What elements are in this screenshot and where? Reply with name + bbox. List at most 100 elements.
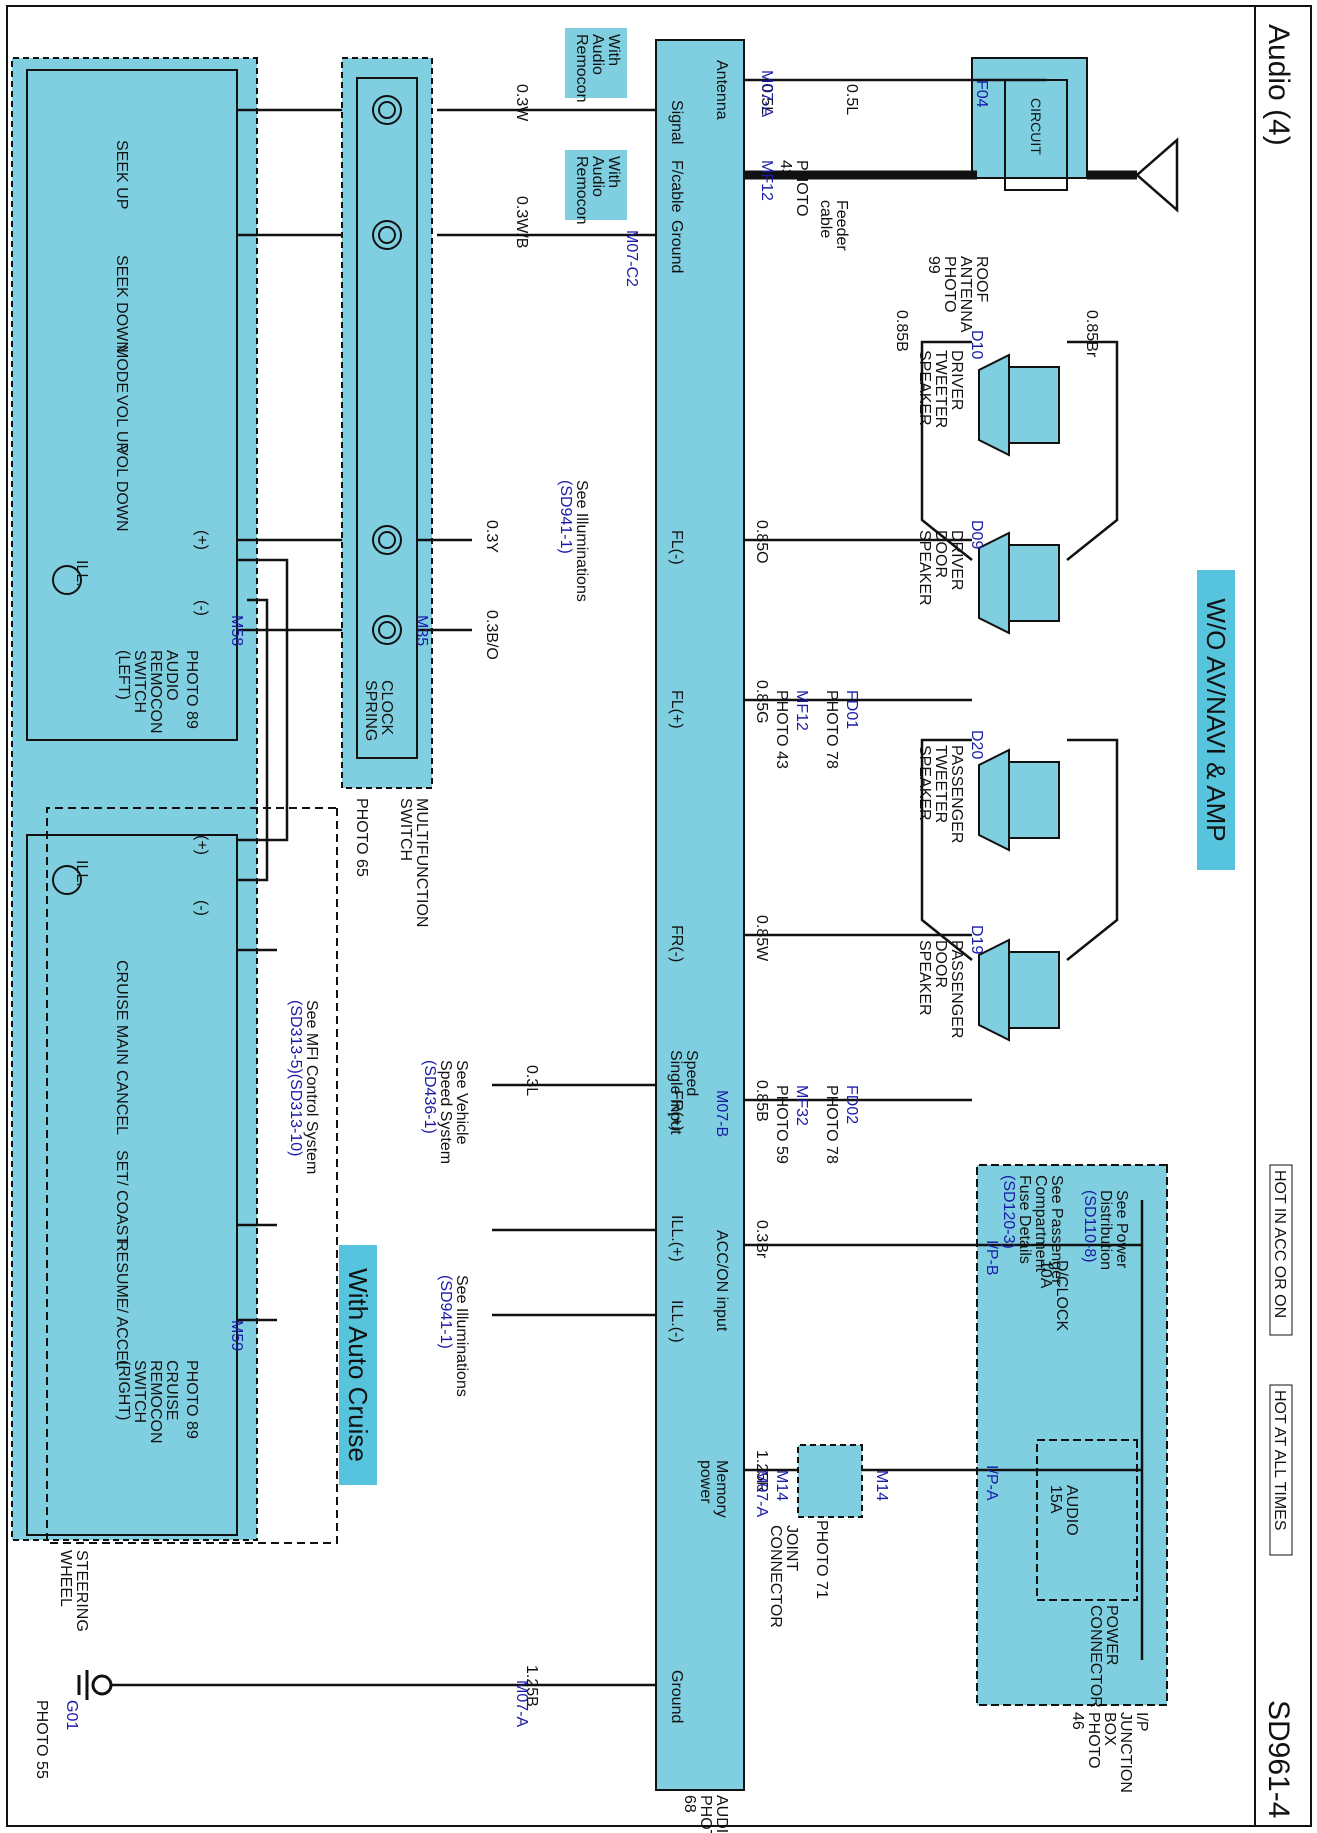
pin-ground2: Ground [668, 1670, 685, 1723]
wire-085G-a: 0.85G [753, 680, 770, 724]
remocon-left-l1: AUDIO [163, 650, 180, 701]
driver-tweeter-l3: SPEAKER [916, 350, 933, 426]
photo-43: PHOTO 43 [773, 690, 790, 769]
junction-box [976, 1164, 1168, 1706]
hot-acc-on: HOT IN ACC OR ON [1271, 1170, 1288, 1318]
clock-spring-l2: SPRING [362, 680, 379, 741]
conn-ipb: I/P-B [983, 1240, 1000, 1276]
power-dist-ref: (SD110-8) [1081, 1190, 1098, 1263]
conn-m58: M58 [228, 615, 245, 646]
wire-085O-a: 0.85O [753, 520, 770, 564]
clock-spring-coils [372, 95, 402, 645]
pass-tweeter-l2: TWEETER [932, 745, 949, 823]
photo-78a: PHOTO 78 [823, 690, 840, 769]
pin-fr-plus: FR(+) [668, 1090, 685, 1131]
joint-connector-box [797, 1444, 863, 1518]
switch-cruise-main: CRUISE MAIN [113, 960, 130, 1065]
remocon-right-l3: SWITCH [131, 1360, 148, 1423]
passenger-note-l1: See Passenger [1048, 1175, 1065, 1285]
conn-ipa: I/P-A [983, 1465, 1000, 1501]
pin-signal: Signal [668, 100, 685, 144]
pin-ill-minus: ILL.(-) [668, 1300, 685, 1343]
ref-mfi-l1: See MFI Control System [303, 1000, 320, 1174]
switch-resume-accel: RESUME/ ACCEL [113, 1240, 130, 1370]
multifunction-l1: MULTIFUNCTION [413, 798, 430, 927]
plus-left: (+) [193, 530, 210, 550]
wire-125B: 1.25B [523, 1665, 540, 1707]
wire-03Br: 0.3Br [753, 1220, 770, 1259]
pass-door-l2: DOOR [932, 940, 949, 988]
passenger-note-l2: Compartment [1032, 1175, 1049, 1272]
passenger-note-l3: Fuse Details [1016, 1175, 1033, 1264]
conn-m07a-gnd: M07-A [513, 1680, 530, 1727]
power-dist-l1: See Power [1113, 1190, 1130, 1269]
speaker-passenger-door [978, 938, 1060, 1042]
clock-spring-l1: CLOCK [378, 680, 395, 735]
pass-tweeter-l1: PASSENGER [948, 745, 965, 843]
switch-vol-down: VOL DOWN [113, 445, 130, 532]
conn-m14-a: M14 [873, 1470, 890, 1501]
photo-55: PHOTO 55 [33, 1700, 50, 1779]
with-remocon-2-l1: With [605, 156, 622, 188]
wire-085B-b: 0.85B [753, 1080, 770, 1122]
conn-m59: M59 [228, 1320, 245, 1351]
roof-antenna-l3: PHOTO [941, 256, 958, 313]
with-remocon-2-l3: Remocon [573, 156, 590, 224]
passenger-note-ref: (SD120-3) [1000, 1175, 1017, 1249]
ground-symbol-g01 [77, 1670, 113, 1700]
wire-03WB: 0.3W/B [513, 196, 530, 248]
pin-fcable: F/cable [668, 160, 685, 213]
remocon-right-l1: CRUISE [163, 1360, 180, 1420]
pin-fl-minus: FL(-) [668, 530, 685, 565]
pin-acc: ACC/ON input [713, 1230, 730, 1332]
jb-photo-num: 46 [1069, 1712, 1086, 1730]
pin-memory-l1: Memory [713, 1460, 730, 1518]
roof-antenna-l2: ANTENNA [957, 256, 974, 333]
power-connector-l2: CONNECTOR [1087, 1605, 1104, 1708]
ref-speed-l1: See Vehicle [453, 1060, 470, 1145]
jb-name-l2: JUNCTION [1117, 1712, 1134, 1793]
feeder-l1: Feeder [833, 200, 850, 251]
fuse-dclock-l2: 10A [1037, 1260, 1054, 1289]
pass-tweeter-l3: SPEAKER [916, 745, 933, 821]
audio-unit-name: AUDIO [713, 1795, 730, 1833]
speaker-passenger-tweeter [978, 748, 1060, 852]
pin-speed-l1: Speed [683, 1050, 700, 1096]
ref-illum2-l1: See Illuminations [453, 1275, 470, 1397]
banner-auto-cruise [339, 1245, 377, 1485]
page-title: Audio (4) [1262, 24, 1295, 146]
driver-door-l1: DRIVER [948, 530, 965, 590]
pin-speed-l2: Single Input [667, 1050, 684, 1135]
ref-illum-l2: (SD941-1) [557, 480, 574, 554]
cruise-remocon-right-box [26, 834, 238, 1536]
illumination-bulbs [52, 565, 82, 895]
photo-89-left: PHOTO 89 [183, 650, 200, 729]
conn-d19: D19 [968, 925, 985, 954]
wire-05L-a: 0.5L [758, 84, 775, 115]
conn-m07c2: M07-C2 [623, 230, 640, 287]
roof-antenna-l1: ROOF [973, 256, 990, 302]
wire-03BO: 0.3B/O [483, 610, 500, 660]
ref-illum-l1: See Illuminations [573, 480, 590, 602]
with-remocon-2-l2: Audio [589, 156, 606, 197]
jb-name-l1: I/P [1133, 1712, 1150, 1732]
page-frame [6, 5, 1312, 1827]
switch-set-coast: SET/ COAST [113, 1150, 130, 1245]
circuit-label: CIRCUIT [1028, 98, 1044, 155]
conn-m07a-top: M07-A [758, 70, 775, 117]
ref-speed-l3: (SD436-1) [421, 1060, 438, 1134]
conn-fd01: FD01 [843, 690, 860, 729]
remocon-left-l3: SWITCH [131, 650, 148, 713]
minus-left: (-) [193, 600, 210, 616]
fuse-audio-l2: 15A [1047, 1485, 1064, 1514]
ref-speed-l2: Speed System [437, 1060, 454, 1164]
audio-unit-photo: PHOTO [697, 1795, 714, 1833]
speaker-driver-door [978, 531, 1060, 635]
speaker-driver-tweeter [978, 353, 1060, 457]
auto-cruise-dashed-box [46, 807, 338, 1544]
wire-125R: 1.25R [753, 1450, 770, 1493]
wire-03Y: 0.3Y [483, 520, 500, 553]
banner-auto-cruise-text: With Auto Cruise [343, 1268, 373, 1462]
